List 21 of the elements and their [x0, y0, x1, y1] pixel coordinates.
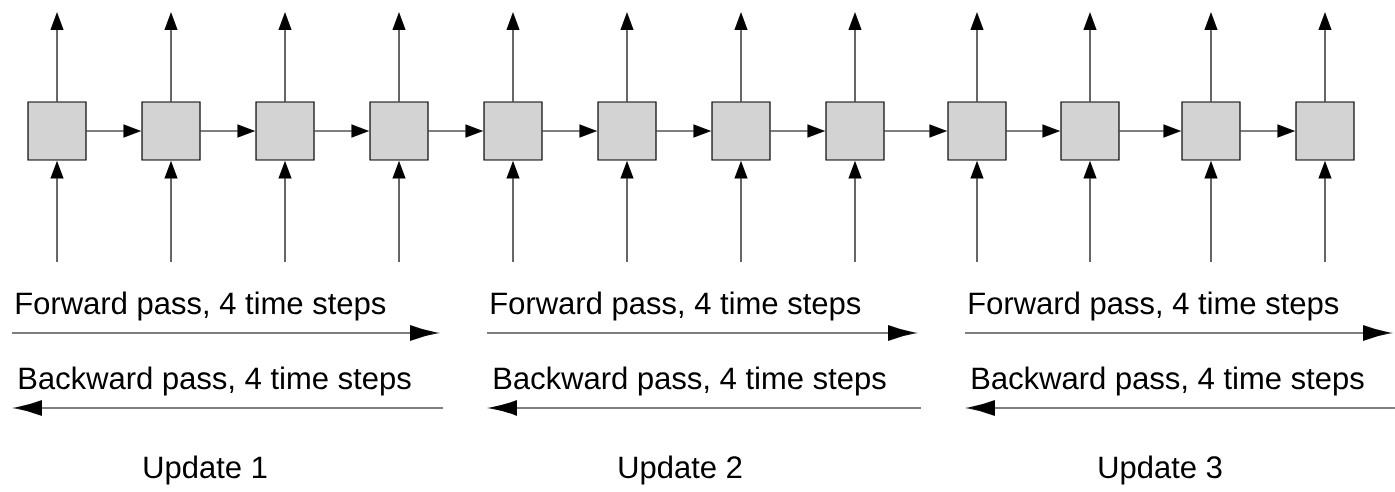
pass-label: Backward pass, 4 time steps [494, 366, 886, 396]
pass-label: Backward pass, 4 time steps [972, 366, 1364, 396]
pass-label: Backward pass, 4 time steps [19, 366, 411, 396]
pass-label: Forward pass, 4 time steps [16, 291, 386, 321]
cell-box [711, 101, 771, 161]
cell-box [141, 101, 201, 161]
cell-box [1295, 101, 1355, 161]
pass-label: Forward pass, 4 time steps [491, 291, 861, 321]
cell-box [1181, 101, 1241, 161]
update-label: Update 2 [619, 455, 742, 485]
pass-label: Forward pass, 4 time steps [969, 291, 1339, 321]
cell-box [597, 101, 657, 161]
update-label: Update 3 [1099, 455, 1222, 485]
cell-box [369, 101, 429, 161]
cell-box [255, 101, 315, 161]
cell-box [825, 101, 885, 161]
update-label: Update 1 [144, 455, 267, 485]
cell-box [483, 101, 543, 161]
cell-box [1060, 101, 1120, 161]
cell-box [27, 101, 87, 161]
cell-box [947, 101, 1007, 161]
